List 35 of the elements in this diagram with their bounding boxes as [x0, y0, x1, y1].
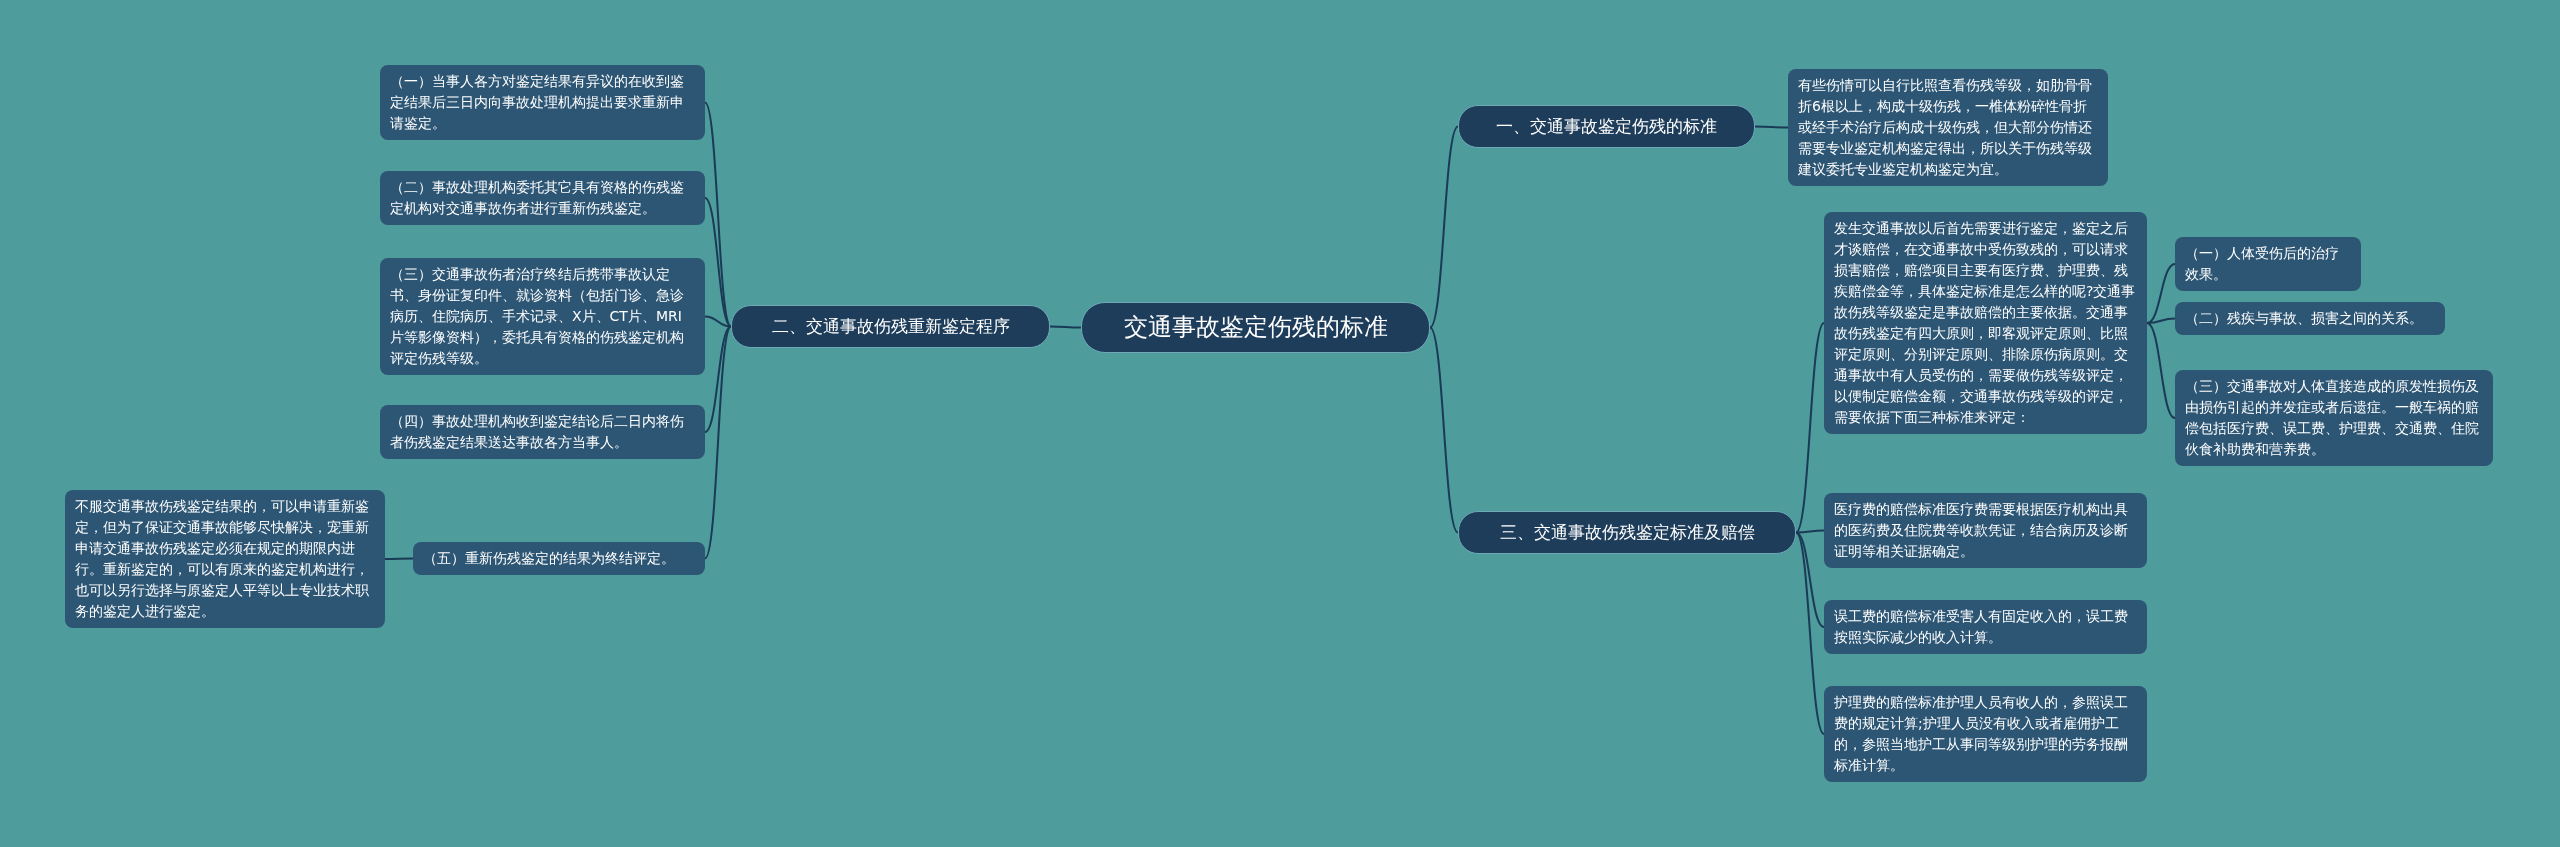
connector-line [704, 101, 732, 328]
text-card: 不服交通事故伤残鉴定结果的，可以申请重新鉴定，但为了保证交通事故能够尽快解决，宠重新申请交通事故伤残鉴定必须在规定的期限内进行。重新鉴定的，可以有原来的鉴定机构进行，也可以另行选择与原鉴定人平等以上专业技术职务的鉴定人进行鉴定。 [65, 490, 385, 628]
connector-line [704, 325, 732, 433]
text-card: 发生交通事故以后首先需要进行鉴定，鉴定之后才谈赔偿，在交通事故中受伤致残的，可以请求损害赔偿，赔偿项目主要有医疗费、护理费、残疾赔偿金等，具体鉴定标准是怎么样的呢?交通事故伤残等级鉴定是事故赔偿的主要依据。交通事故伤残鉴定有四大原则，即客观评定原则、比照评定原则、分别评定原则、排除原伤病原则。交通事故中有人员受伤的，需要做伤残等级评定，以便制定赔偿金额，交通事故伤残等级的评定，需要依据下面三种标准来评定： [1824, 212, 2147, 434]
connector-line [2146, 317, 2176, 324]
connector-line [704, 325, 732, 560]
connector-line [384, 557, 414, 560]
branch-topic: 一、交通事故鉴定伤残的标准 [1458, 105, 1755, 148]
connector-line [2146, 263, 2176, 324]
text-card: （四）事故处理机构收到鉴定结论后二日内将伤者伤残鉴定结果送达事故各方当事人。 [380, 405, 705, 459]
connector-line [1429, 326, 1459, 534]
connector-line [704, 197, 732, 328]
text-card: （二）残疾与事故、损害之间的关系。 [2175, 302, 2445, 335]
connector-line [1795, 529, 1825, 534]
text-card: 误工费的赔偿标准受害人有固定收入的，误工费按照实际减少的收入计算。 [1824, 600, 2147, 654]
text-card: 有些伤情可以自行比照查看伤残等级，如肋骨骨折6根以上，构成十级伤残，一椎体粉碎性骨折或经手术治疗后构成十级伤残，但大部分伤情还需要专业鉴定机构鉴定得出，所以关于伤残等级建议委托专业鉴定机构鉴定为宜。 [1788, 69, 2108, 186]
text-card: （三）交通事故伤者治疗终结后携带事故认定书、身份证复印件、就诊资料（包括门诊、急诊病历、住院病历、手术记录、X片、CT片、MRI片等影像资料），委托具有资格的伤残鉴定机构评定伤残等级。 [380, 258, 705, 375]
connector-line [2146, 322, 2176, 419]
text-card: 医疗费的赔偿标准医疗费需要根据医疗机构出具的医药费及住院费等收款凭证，结合病历及诊断证明等相关证据确定。 [1824, 493, 2147, 568]
connector-line [1795, 322, 1825, 534]
text-card: （一）人体受伤后的治疗效果。 [2175, 237, 2361, 291]
connector-line [1049, 325, 1082, 329]
connector-line [704, 315, 732, 328]
central-topic: 交通事故鉴定伤残的标准 [1081, 302, 1430, 353]
connector-line [1429, 125, 1459, 329]
text-card: （五）重新伤残鉴定的结果为终结评定。 [413, 542, 705, 575]
text-card: （二）事故处理机构委托其它具有资格的伤残鉴定机构对交通事故伤者进行重新伤残鉴定。 [380, 171, 705, 225]
text-card: （三）交通事故对人体直接造成的原发性损伤及由损伤引起的并发症或者后遗症。一般车祸的赔偿包括医疗费、误工费、护理费、交通费、住院伙食补助费和营养费。 [2175, 370, 2493, 466]
branch-topic: 三、交通事故伤残鉴定标准及赔偿 [1458, 511, 1796, 554]
text-card: （一）当事人各方对鉴定结果有异议的在收到鉴定结果后三日内向事故处理机构提出要求重新申请鉴定。 [380, 65, 705, 140]
branch-topic: 二、交通事故伤残重新鉴定程序 [731, 305, 1050, 348]
connector-line [1754, 125, 1789, 129]
connector-line [1795, 531, 1825, 628]
text-card: 护理费的赔偿标准护理人员有收人的，参照误工费的规定计算;护理人员没有收入或者雇佣护工的，参照当地护工从事同等级别护理的劳务报酬标准计算。 [1824, 686, 2147, 782]
connector-line [1795, 531, 1825, 735]
